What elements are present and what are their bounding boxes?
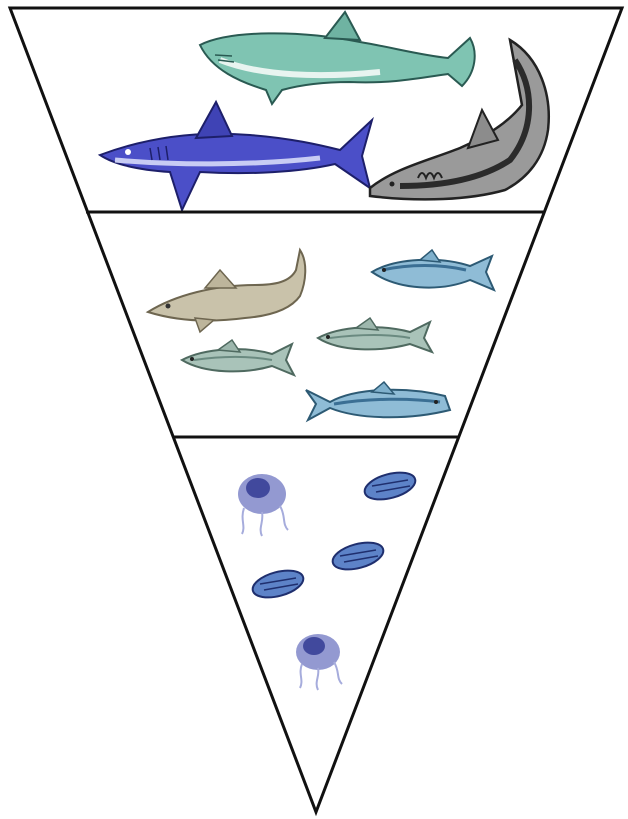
blue-shark-illustration (100, 102, 372, 210)
copepod-illustration (250, 566, 306, 603)
small-fish-illustration (182, 340, 294, 375)
tier-top-predators (100, 12, 549, 210)
herring-illustration (372, 250, 494, 290)
copepod-illustration (330, 538, 386, 575)
jellyfish-illustration (296, 634, 342, 690)
tier-plankton (238, 468, 418, 690)
jellyfish-illustration (238, 474, 288, 536)
herring-illustration (306, 382, 450, 420)
copepod-illustration (362, 468, 418, 505)
small-fish-illustration (318, 318, 432, 352)
tier-fish (148, 250, 494, 420)
sturgeon-illustration (148, 250, 305, 332)
whale-illustration (200, 12, 475, 104)
